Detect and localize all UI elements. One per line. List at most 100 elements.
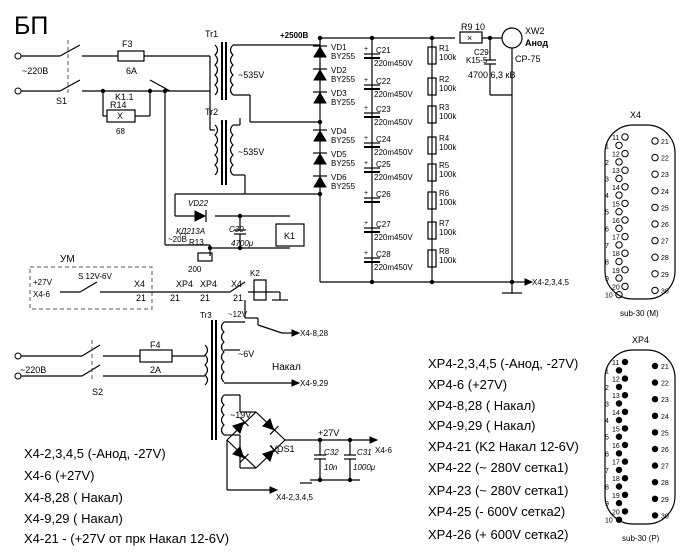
connector-pin bbox=[615, 208, 623, 216]
connector-pin-label: 9 bbox=[605, 501, 609, 508]
label-vd22-type: КД213А bbox=[176, 227, 205, 236]
connector-pin bbox=[651, 445, 659, 453]
resistor-name: R7 bbox=[439, 219, 450, 228]
bridge-diode-body bbox=[262, 418, 275, 431]
legend-right-line: XP4-23 (~ 280V сетка1) bbox=[428, 483, 569, 498]
junction-dot bbox=[237, 213, 243, 219]
cap-name: C25 bbox=[376, 160, 391, 169]
legend-right-line: XP4-25 (- 600V сетка2) bbox=[428, 504, 566, 519]
connector-pin bbox=[621, 249, 629, 257]
label-f4: F4 bbox=[150, 340, 161, 350]
legend-right-line: XP4-6 (+27V) bbox=[428, 377, 508, 392]
connector-pin bbox=[615, 400, 623, 407]
connector-pin-label: 10 bbox=[605, 293, 613, 300]
label-v220: ~220В bbox=[20, 365, 46, 375]
connector-pin bbox=[651, 412, 659, 419]
connector-pin bbox=[651, 286, 659, 295]
label-r13: R13 bbox=[189, 238, 204, 247]
connector-pin-label: 23 bbox=[661, 397, 669, 404]
connector-pin bbox=[621, 166, 629, 174]
label-r9-x: × bbox=[467, 33, 472, 43]
connector-pin bbox=[615, 516, 623, 523]
connector-pin bbox=[651, 220, 659, 228]
arrow-head bbox=[269, 486, 279, 494]
um-block bbox=[29, 266, 153, 310]
connector-pin-label: 16 bbox=[612, 218, 620, 225]
label-nakal: Накал bbox=[272, 362, 301, 373]
connector-pin-label: 25 bbox=[661, 205, 669, 212]
label-c32: C32 bbox=[324, 448, 339, 457]
cap-plus: + bbox=[364, 250, 368, 257]
diode-vd2 bbox=[313, 69, 327, 81]
label-k11: K1.1 bbox=[115, 92, 134, 102]
connector-pin-label: 26 bbox=[661, 222, 669, 229]
connector-pin-label: 18 bbox=[612, 251, 620, 258]
junction-dot bbox=[237, 245, 243, 251]
connector-pin bbox=[615, 191, 623, 199]
label-xp4-b: XP4 bbox=[200, 279, 217, 289]
connector-pin bbox=[621, 358, 629, 366]
connector-pin-label: 17 bbox=[612, 460, 620, 467]
connector-pin-label: 21 bbox=[661, 364, 669, 371]
connector-pin-label: 28 bbox=[661, 255, 669, 262]
connector-pin-label: 30 bbox=[661, 513, 669, 520]
cap-name: C27 bbox=[376, 220, 391, 229]
connector-pin-label: 17 bbox=[612, 235, 620, 242]
connector-pin-label: 22 bbox=[661, 156, 669, 163]
cap-plus: + bbox=[364, 77, 368, 84]
label-um-21d: 21 bbox=[233, 293, 243, 303]
label-mains-top: ~220В bbox=[22, 66, 48, 76]
cap-value: 220m450V bbox=[374, 59, 413, 68]
diode-name: VD1 bbox=[331, 43, 347, 52]
resistor-name: R1 bbox=[439, 44, 450, 53]
label-c29: C29 bbox=[474, 48, 489, 57]
bridge-diode bbox=[232, 417, 249, 434]
connector-pin bbox=[615, 499, 623, 507]
connector-pin-label: 27 bbox=[661, 239, 669, 246]
label-hv: +2500В bbox=[280, 31, 308, 40]
label-v20: ~20В bbox=[168, 235, 187, 244]
connector-pin bbox=[621, 408, 629, 415]
cap-plus: + bbox=[364, 160, 368, 167]
connector-pin-label: 8 bbox=[605, 260, 609, 267]
connector-pin-label: 1 bbox=[605, 368, 609, 375]
bridge-diode-bar bbox=[269, 445, 279, 455]
junction-dot bbox=[207, 245, 213, 251]
connector-pin bbox=[651, 479, 659, 486]
connector-pin bbox=[621, 282, 629, 291]
resistor-r8 bbox=[427, 249, 437, 268]
cap-plus: + bbox=[364, 135, 368, 142]
page-title: БП bbox=[14, 12, 49, 40]
connector-pin-label: 5 bbox=[605, 435, 609, 442]
cap-plus: + bbox=[364, 190, 368, 197]
connector-pin bbox=[621, 199, 629, 208]
connector-pin-label: 29 bbox=[661, 497, 669, 504]
diode-name: VD5 bbox=[331, 150, 347, 159]
resistor-value: 100k bbox=[439, 143, 457, 152]
label-um-21c: 21 bbox=[200, 293, 210, 303]
connector-pin-label: 2 bbox=[605, 385, 609, 392]
diode-vd6 bbox=[313, 176, 327, 188]
diode-type: BY255 bbox=[331, 159, 356, 168]
label-tr1: Tr1 bbox=[205, 29, 218, 39]
cap-plus: + bbox=[364, 46, 368, 53]
legend-right-line: XP4-2,3,4,5 (-Анод, -27V) bbox=[428, 356, 579, 371]
connector-pin bbox=[651, 462, 659, 469]
label-cp75: СР-75 bbox=[515, 54, 541, 64]
hv-connector-xw2 bbox=[501, 27, 523, 49]
connector-pin bbox=[651, 362, 659, 370]
label-v535-2: ~535V bbox=[238, 147, 264, 157]
label-r13-val: 200 bbox=[188, 265, 202, 274]
connector-pin bbox=[621, 216, 629, 224]
legend-left-line: X4-21 - (+27V от прк Накал 12-6V) bbox=[24, 531, 230, 546]
label-x929: X4-9,29 bbox=[300, 379, 329, 388]
diode-name: VD2 bbox=[331, 66, 347, 75]
label-f3-rating: 6А bbox=[126, 66, 137, 76]
diode-vd4 bbox=[313, 130, 327, 142]
connector-pin-label: 29 bbox=[661, 272, 669, 279]
resistor-value: 100k bbox=[439, 84, 457, 93]
x4-caption: sub-30 (M) bbox=[620, 309, 659, 318]
label-c30-val: 4700μ bbox=[231, 239, 254, 248]
connector-pin bbox=[615, 433, 623, 440]
connector-pin-label: 13 bbox=[612, 168, 620, 175]
